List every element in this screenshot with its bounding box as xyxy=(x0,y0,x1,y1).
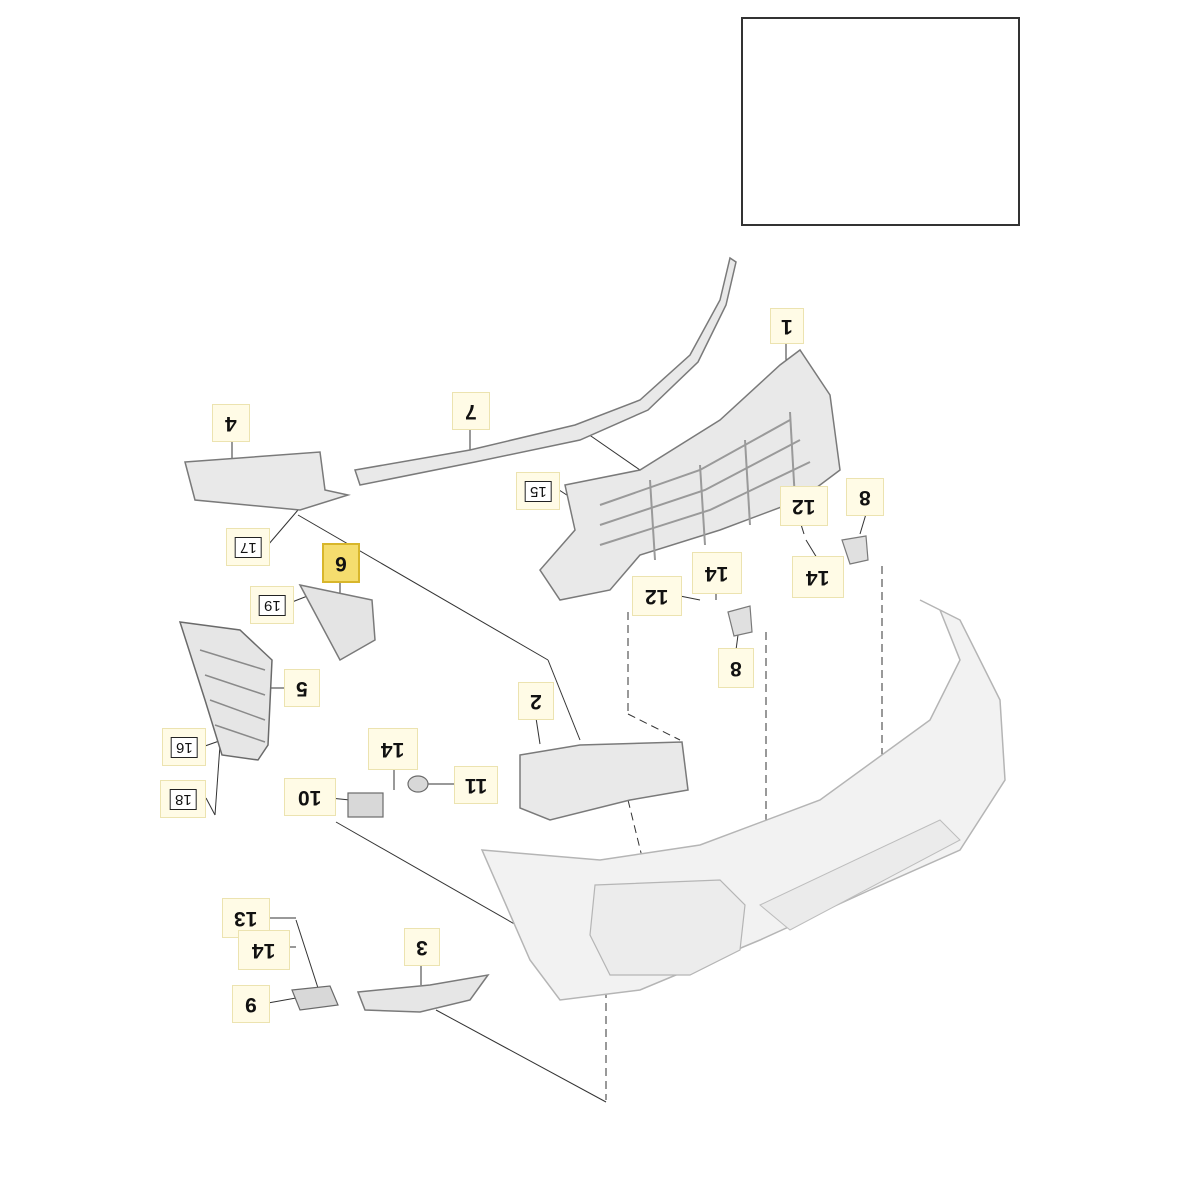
callout-part-6-selected[interactable]: 6 xyxy=(322,543,360,583)
callout-part-17[interactable]: 17 xyxy=(226,528,270,566)
callout-part-14-bracket[interactable]: 14 xyxy=(792,556,844,598)
callout-part-7[interactable]: 7 xyxy=(452,392,490,430)
callout-part-8-upper[interactable]: 8 xyxy=(846,478,884,516)
callout-part-2[interactable]: 2 xyxy=(518,682,554,720)
callout-part-4[interactable]: 4 xyxy=(212,404,250,442)
callout-part-14-grille[interactable]: 14 xyxy=(692,552,742,594)
callout-part-18[interactable]: 18 xyxy=(160,780,206,818)
callout-part-3[interactable]: 3 xyxy=(404,928,440,966)
callout-part-1[interactable]: 1 xyxy=(770,308,804,344)
callout-part-16[interactable]: 16 xyxy=(162,728,206,766)
callout-part-9[interactable]: 9 xyxy=(232,985,270,1023)
vehicle-thumbnail xyxy=(741,17,1020,226)
callout-part-12-lower[interactable]: 12 xyxy=(632,576,682,616)
callout-part-19[interactable]: 19 xyxy=(250,586,294,624)
callout-part-14-lower[interactable]: 14 xyxy=(238,930,290,970)
callout-part-14-sensor[interactable]: 14 xyxy=(368,728,418,770)
callout-part-5[interactable]: 5 xyxy=(284,669,320,707)
callout-part-8-lower[interactable]: 8 xyxy=(718,648,754,688)
callout-part-10[interactable]: 10 xyxy=(284,778,336,816)
callout-part-15[interactable]: 15 xyxy=(516,472,560,510)
callout-part-11[interactable]: 11 xyxy=(454,766,498,804)
callout-part-12-upper[interactable]: 12 xyxy=(780,486,828,526)
